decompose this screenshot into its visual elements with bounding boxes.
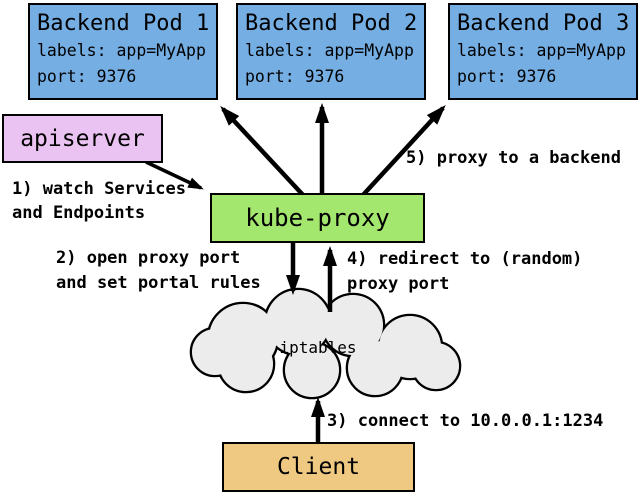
backend-pod-2-box: Backend Pod 2 labels: app=MyApp port: 93… [236, 3, 426, 100]
client-box: Client [222, 442, 415, 492]
backend-pod-3-box: Backend Pod 3 labels: app=MyApp port: 93… [448, 3, 638, 100]
pod-title: Backend Pod 3 [457, 11, 630, 36]
pod-port: port: 9376 [37, 67, 137, 86]
kube-proxy-box: kube-proxy [210, 193, 425, 243]
client-label: Client [276, 454, 361, 480]
pod-port: port: 9376 [457, 67, 557, 86]
pod-title: Backend Pod 2 [245, 11, 418, 36]
backend-pod-1-box: Backend Pod 1 labels: app=MyApp port: 93… [28, 3, 218, 100]
apiserver-box: apiserver [2, 114, 163, 163]
iptables-label: iptables [279, 338, 357, 357]
iptables-cloud-shape [189, 287, 462, 400]
pod-labels: labels: app=MyApp [245, 41, 414, 60]
pod-port: port: 9376 [245, 67, 345, 86]
pod-labels: labels: app=MyApp [457, 41, 626, 60]
annotation-step2-open-proxy-port: 2) open proxy port and set portal rules [56, 248, 261, 293]
annotation-step1-watch-services: 1) watch Services and Endpoints [12, 179, 186, 223]
arrow-proxy-to-pod-3 [361, 105, 446, 197]
annotation-step3-connect: 3) connect to 10.0.0.1:1234 [327, 411, 604, 431]
kube-proxy-label: kube-proxy [245, 204, 390, 232]
pod-labels: labels: app=MyApp [37, 41, 206, 60]
pod-title: Backend Pod 1 [37, 11, 210, 36]
annotation-step4-redirect: 4) redirect to (random) proxy port [347, 249, 583, 294]
arrow-proxy-to-pod-1 [220, 106, 305, 197]
apiserver-label: apiserver [20, 125, 145, 152]
annotation-step5-proxy-backend: 5) proxy to a backend [406, 148, 621, 168]
arrow-watch-services [145, 160, 204, 190]
